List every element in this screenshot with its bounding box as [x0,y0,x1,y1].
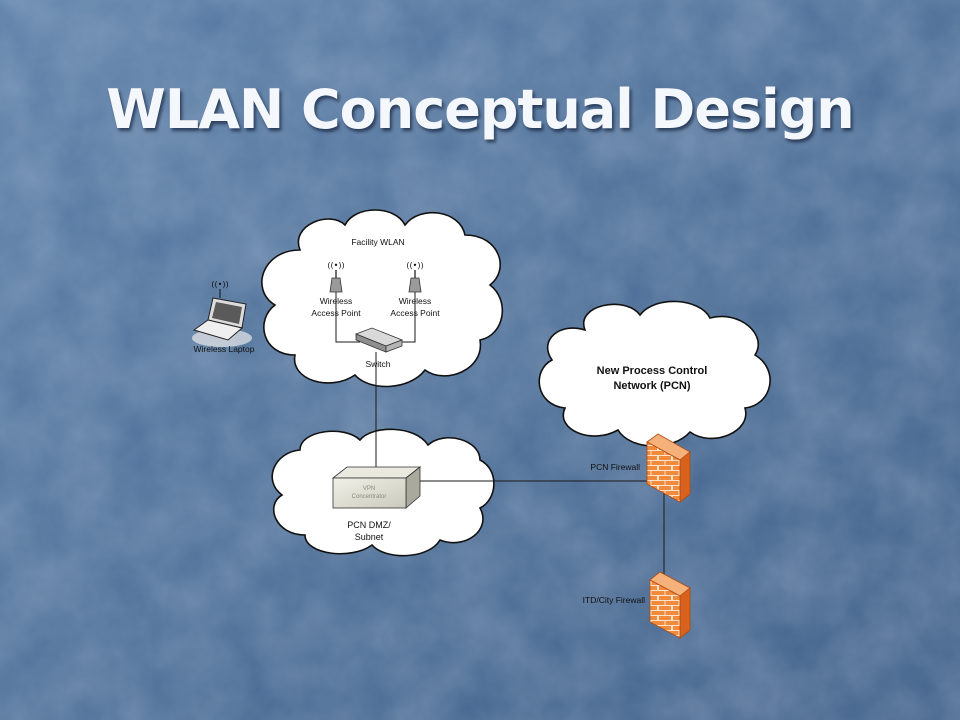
dmz-label-line1: PCN DMZ/ [347,520,391,530]
svg-text:((•)): ((•)) [211,280,228,289]
switch-icon [354,327,404,353]
access-point-2-label-line2: Access Point [390,308,440,318]
city-firewall-icon [649,571,691,639]
vpn-label-line1: VPN [363,486,375,492]
pcn-firewall-icon [646,433,691,503]
laptop-icon: ((•)) [192,280,252,347]
pcn-cloud [538,300,771,447]
access-point-2-icon: ((•)) [406,261,424,293]
facility-wlan-label: Facility WLAN [351,237,404,247]
pcn-firewall-label: PCN Firewall [590,462,640,472]
laptop-label: Wireless Laptop [194,344,255,354]
pcn-label-line1: New Process Control [597,365,708,377]
facility-wlan-cloud [261,209,504,388]
vpn-label-line2: Concentrator [352,494,387,500]
connection-lines [335,292,665,575]
city-firewall-label: ITD/City Firewall [583,595,645,605]
access-point-1-label-line1: Wireless [320,296,353,306]
pcn-label-line2: Network (PCN) [613,380,690,392]
svg-text:((•)): ((•)) [327,261,344,270]
access-point-2-label-line1: Wireless [399,296,432,306]
slide-title: WLAN Conceptual Design [106,78,854,141]
access-point-1-label-line2: Access Point [311,308,361,318]
access-point-1-icon: ((•)) [327,261,345,293]
svg-text:((•)): ((•)) [406,261,423,270]
switch-label: Switch [365,359,390,369]
vpn-concentrator-icon [331,466,422,509]
dmz-label-line2: Subnet [355,532,384,542]
